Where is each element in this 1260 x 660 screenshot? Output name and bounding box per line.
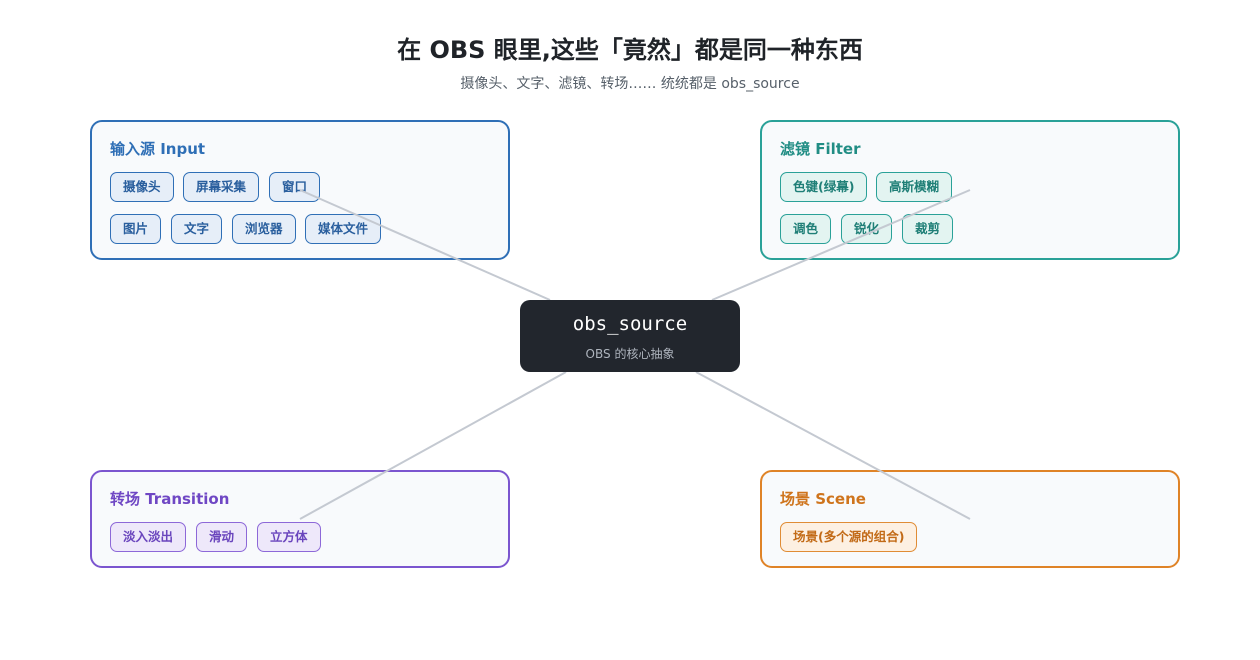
page-title: 在 OBS 眼里,这些「竟然」都是同一种东西 [397,36,863,64]
transition-chip-cube: 立方体 [257,522,321,552]
filter-group-box: 滤镜 Filter 色键(绿幕) 高斯模糊 调色 锐化 裁剪 [760,120,1180,260]
filter-group-title: 滤镜 Filter [780,140,861,158]
input-chip-window: 窗口 [269,172,321,202]
transition-chip-slide: 滑动 [196,522,248,552]
input-chip-text: 文字 [171,214,223,244]
filter-chip-sharpen: 锐化 [841,214,893,244]
filter-chip-gaussian-blur: 高斯模糊 [876,172,953,202]
input-group-box: 输入源 Input 摄像头 屏幕采集 窗口 图片 文字 浏览器 媒体文件 [90,120,510,260]
input-chip-media-file: 媒体文件 [305,214,382,244]
filter-chip-crop: 裁剪 [902,214,954,244]
scene-chip-scene-composition: 场景(多个源的组合) [780,522,918,552]
transition-chip-fade: 淡入淡出 [110,522,187,552]
input-chip-camera: 摄像头 [110,172,174,202]
input-chip-browser: 浏览器 [232,214,296,244]
scene-group-box: 场景 Scene 场景(多个源的组合) [760,470,1180,568]
transition-group-box: 转场 Transition 淡入淡出 滑动 立方体 [90,470,510,568]
page-subtitle: 摄像头、文字、滤镜、转场…… 统统都是 obs_source [460,76,800,92]
scene-group-title: 场景 Scene [780,490,866,508]
filter-chip-color-correction: 调色 [780,214,832,244]
input-chip-screen-capture: 屏幕采集 [183,172,260,202]
center-node-subtitle: OBS 的核心抽象 [585,347,675,361]
transition-group-title: 转场 Transition [110,490,230,508]
input-group-title: 输入源 Input [110,140,206,158]
filter-chip-chroma-key: 色键(绿幕) [780,172,868,202]
obs-source-center-node: obs_source OBS 的核心抽象 [520,300,740,372]
input-chip-image: 图片 [110,214,162,244]
center-node-title: obs_source [572,313,688,335]
